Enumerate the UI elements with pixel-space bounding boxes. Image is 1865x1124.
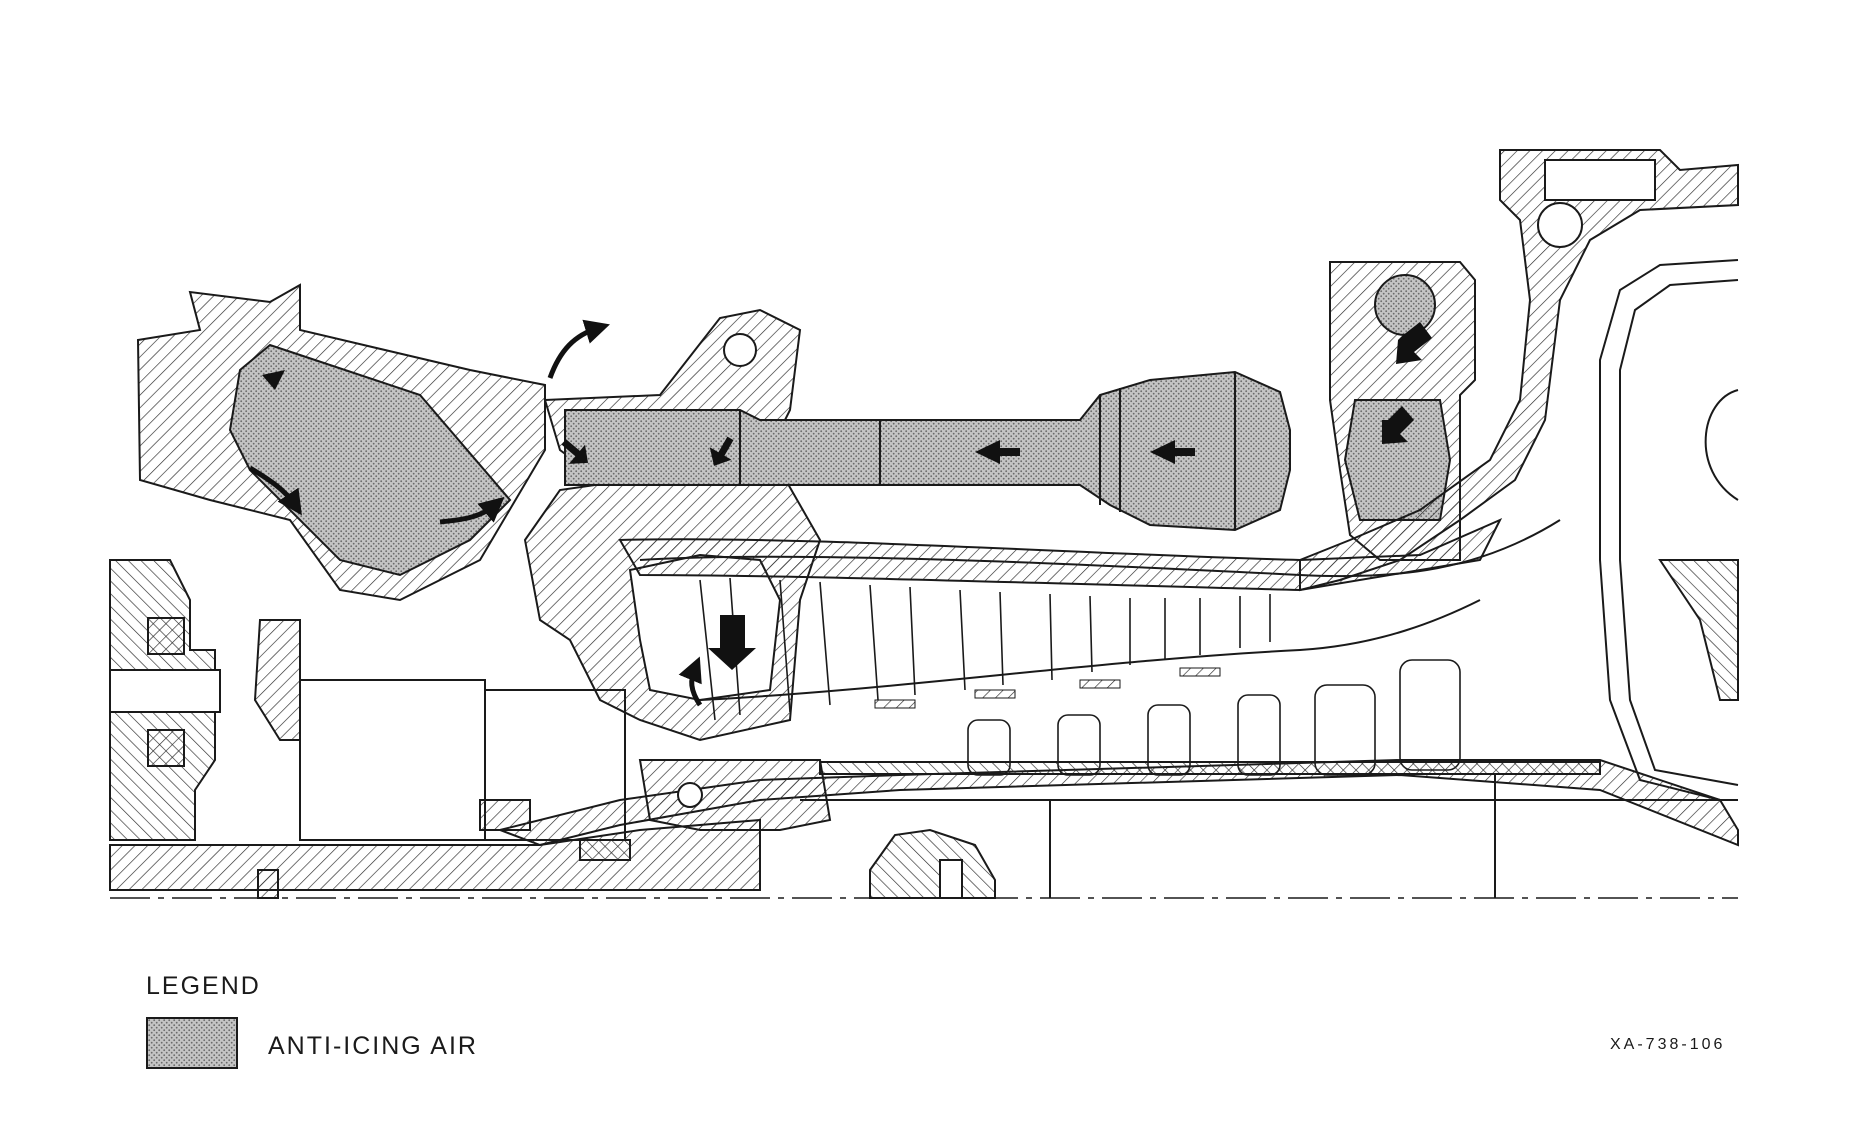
- mount-bolt: [939, 859, 963, 899]
- flow-arrow-icon: [708, 615, 756, 670]
- forward-inlet-chamber: [228, 343, 512, 577]
- legend-label-anti-icing-air: ANTI-ICING AIR: [268, 1032, 478, 1060]
- legend-swatch-anti-icing-air: [146, 1017, 238, 1069]
- left-bearing-upper: [147, 617, 185, 655]
- bolt-block: [479, 799, 531, 831]
- flowpath-inner: [699, 599, 1481, 701]
- flow-arrows: [262, 322, 1432, 670]
- flow-arrow-icon: [1396, 322, 1432, 364]
- casing-bolt: [1537, 202, 1583, 248]
- bearing-ball: [677, 782, 703, 808]
- legend-title: LEGEND: [146, 972, 261, 1000]
- drain-fitting: [257, 869, 279, 899]
- lower-mount-boss: [869, 828, 996, 899]
- flow-arrow-icon: [678, 656, 703, 707]
- lower-bearing-assembly: [638, 759, 832, 831]
- header-port: [1374, 274, 1436, 336]
- outer-case-band: [618, 517, 1503, 592]
- flow-curves: [248, 319, 703, 707]
- exhaust-cone: [1704, 389, 1739, 501]
- flow-arrow-icon: [1150, 440, 1195, 464]
- compressor-stages: [699, 577, 1271, 721]
- drawing-number: XA-738-106: [1610, 1036, 1726, 1053]
- casing-flange: [1544, 159, 1656, 201]
- drawing-body: [109, 149, 1739, 899]
- housing-block: [299, 679, 486, 841]
- arm-boss: [723, 333, 757, 367]
- flow-arrow-icon: [1382, 406, 1414, 444]
- flow-arrow-icon: [439, 496, 505, 525]
- compressor-vane-tabs: [874, 667, 1221, 709]
- flow-arrow-icon: [248, 465, 302, 516]
- flow-arrow-icon: [975, 440, 1020, 464]
- main-shaft: [819, 761, 1601, 775]
- left-bearing-lower: [147, 729, 185, 767]
- aft-strut: [1658, 559, 1739, 701]
- anti-icing-tube: [564, 370, 1291, 532]
- shaft-stub: [109, 669, 221, 713]
- flow-arrow-icon: [561, 439, 589, 464]
- compressor-disks: [967, 659, 1461, 776]
- flow-arrow-icon: [547, 319, 610, 379]
- flow-arrow-icon: [709, 436, 734, 466]
- flow-arrow-icon: [262, 370, 285, 390]
